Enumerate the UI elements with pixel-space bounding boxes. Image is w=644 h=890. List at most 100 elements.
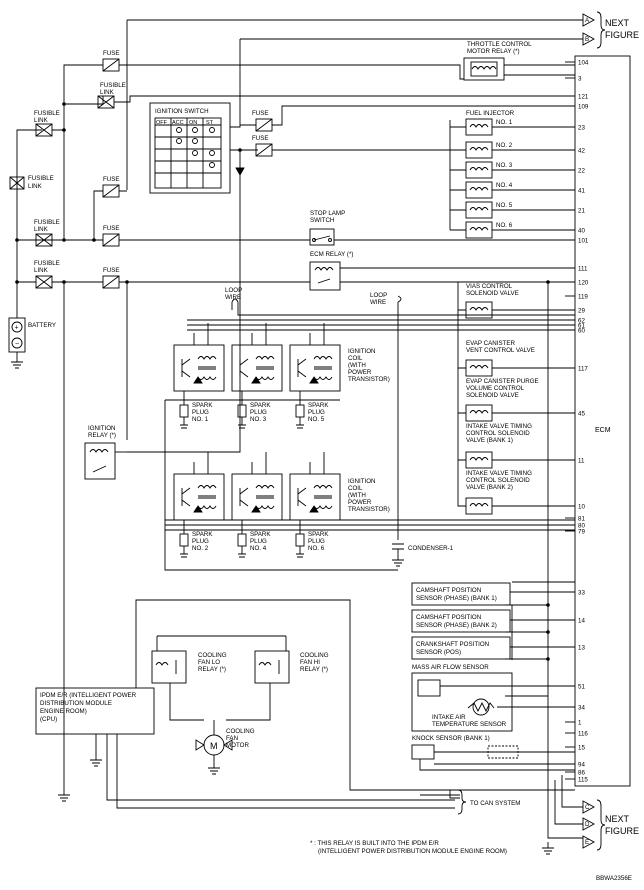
svg-text:KNOCK SENSOR (BANK 1): KNOCK SENSOR (BANK 1)	[412, 735, 490, 742]
ecm-pin: 14	[578, 618, 585, 625]
ecm-relay: ECM RELAY (*)	[309, 251, 575, 291]
svg-text:(WITH: (WITH	[348, 492, 366, 499]
spark-plug-number: NO. 5	[308, 416, 325, 423]
ecm-label: ECM	[595, 427, 611, 434]
connector-c: C	[585, 804, 590, 811]
svg-text:MASS AIR FLOW SENSOR: MASS AIR FLOW SENSOR	[412, 664, 489, 671]
svg-text:ECM RELAY (*): ECM RELAY (*)	[310, 251, 353, 258]
svg-text:ST: ST	[206, 120, 214, 126]
ignition-coil-label-top: IGNITION COIL (WITH POWER TRANSISTOR)	[348, 348, 390, 383]
spark-plug-number: NO. 6	[308, 545, 325, 552]
svg-text:FUSIBLE: FUSIBLE	[28, 175, 54, 182]
svg-text:TRANSISTOR): TRANSISTOR)	[348, 376, 390, 383]
svg-text:STOP LAMP: STOP LAMP	[310, 210, 345, 217]
svg-text:WIRE: WIRE	[370, 299, 386, 306]
fuel-injector-label: NO. 3	[496, 162, 513, 169]
mass-air-flow-sensor: MASS AIR FLOW SENSOR INTAKE AIR TEMPERAT…	[411, 664, 575, 732]
svg-text:INTAKE VALVE TIMING: INTAKE VALVE TIMING	[466, 470, 532, 477]
ecm-pin: 61	[578, 323, 585, 330]
spark-plug-label: SPARK	[192, 402, 213, 409]
spark-plug-label: PLUG	[250, 538, 267, 545]
fuse-lower-1: FUSE	[102, 225, 120, 247]
ecm-pin: 33	[578, 590, 585, 597]
intake-valve-timing-solenoid-bank-2: INTAKE VALVE TIMING CONTROL SOLENOID VAL…	[457, 460, 575, 515]
spark-plug-number: NO. 2	[192, 545, 209, 552]
svg-text:FAN: FAN	[226, 735, 238, 742]
fuel-injector-label: NO. 1	[496, 119, 513, 126]
condenser-1: CONDENSER-1	[392, 543, 454, 567]
svg-text:(WITH: (WITH	[348, 362, 366, 369]
fuel-injectors: NO. 1NO. 2NO. 3NO. 4NO. 5NO. 6	[450, 118, 575, 239]
svg-text:FUSE: FUSE	[103, 50, 120, 57]
svg-text:RELAY (*): RELAY (*)	[88, 432, 116, 439]
ecm-pin: 21	[578, 208, 585, 215]
camshaft-position-sensor-bank-2: CAMSHAFT POSITION SENSOR (PHASE) (BANK 2…	[411, 609, 575, 633]
svg-text:COOLING: COOLING	[300, 652, 329, 659]
svg-text:FUSE: FUSE	[103, 267, 120, 274]
svg-text:COOLING: COOLING	[226, 728, 255, 735]
throttle-control-motor-relay: THROTTLE CONTROL MOTOR RELAY (*)	[445, 41, 575, 81]
spark-plug-label: SPARK	[192, 531, 213, 538]
cooling-fan-hi-relay: COOLING FAN HI RELAY (*)	[254, 650, 329, 684]
next-figure-top: A B NEXT FIGURE	[582, 11, 639, 49]
svg-text:IPDM E/R (INTELLIGENT POWER: IPDM E/R (INTELLIGENT POWER	[40, 692, 137, 699]
svg-text:CRANKSHAFT POSITION: CRANKSHAFT POSITION	[416, 641, 489, 648]
ecm-pin: 15	[578, 745, 585, 752]
next-label-top: NEXT	[605, 18, 630, 28]
ecm-pin: 34	[578, 705, 585, 712]
svg-text:SOLENOID VALVE: SOLENOID VALVE	[466, 392, 519, 399]
svg-text:FAN HI: FAN HI	[300, 659, 320, 666]
fusible-link-4: FUSIBLE LINK	[34, 260, 60, 289]
ecm-pin: 3	[578, 76, 582, 83]
svg-text:CAMSHAFT POSITION: CAMSHAFT POSITION	[416, 587, 481, 594]
svg-text:LINK: LINK	[34, 117, 49, 124]
svg-text:FUSIBLE: FUSIBLE	[100, 82, 126, 89]
svg-text:−: −	[15, 341, 19, 348]
svg-text:WIRE: WIRE	[225, 294, 241, 301]
camshaft-position-sensor-bank-1: CAMSHAFT POSITION SENSOR (PHASE) (BANK 1…	[411, 582, 575, 606]
spark-plug-number: NO. 1	[192, 416, 209, 423]
fusible-link-main: FUSIBLE LINK	[9, 175, 54, 190]
ecm-pin: 115	[578, 777, 588, 784]
ecm-pin: 119	[578, 294, 588, 301]
cooling-fan-lo-relay: COOLING FAN LO RELAY (*)	[151, 650, 227, 684]
spark-plug-label: PLUG	[192, 538, 209, 545]
ecm-box	[574, 55, 631, 787]
svg-text:IGNITION: IGNITION	[88, 425, 116, 432]
svg-text:DISTRIBUTION MODULE: DISTRIBUTION MODULE	[40, 700, 112, 707]
spark-plug-label: SPARK	[250, 531, 271, 538]
spark-plug-label: PLUG	[308, 538, 325, 545]
svg-text:POWER: POWER	[348, 499, 372, 506]
ecm-pin: 94	[578, 762, 585, 769]
ecm-pin: 29	[578, 308, 585, 315]
ecm-pin: 10	[578, 504, 585, 511]
ecm-pin: 80	[578, 523, 585, 530]
svg-text:POWER: POWER	[348, 369, 372, 376]
svg-text:SENSOR (PHASE) (BANK 2): SENSOR (PHASE) (BANK 2)	[416, 622, 497, 629]
figure-label-top: FIGURE	[605, 30, 639, 40]
figure-label-bottom: FIGURE	[605, 826, 639, 836]
svg-text:LINK: LINK	[100, 89, 115, 96]
svg-text:IGNITION: IGNITION	[348, 478, 376, 485]
svg-text:COIL: COIL	[348, 485, 363, 492]
svg-text:EVAP CANISTER PURGE: EVAP CANISTER PURGE	[466, 378, 539, 385]
svg-text:CONTROL SOLENOID: CONTROL SOLENOID	[466, 477, 530, 484]
svg-text:CONTROL SOLENOID: CONTROL SOLENOID	[466, 430, 530, 437]
svg-text:EVAP CANISTER: EVAP CANISTER	[466, 340, 515, 347]
connector-d: D	[585, 821, 590, 828]
svg-text:IGNITION SWITCH: IGNITION SWITCH	[155, 108, 209, 115]
ecm-pin: 109	[578, 104, 589, 111]
ignition-switch: IGNITION SWITCH OFF ACC ON ST	[149, 102, 231, 194]
fuel-injector: NO. 5	[450, 201, 575, 219]
svg-text:ENGINE ROOM): ENGINE ROOM)	[40, 708, 87, 715]
svg-text:FUSIBLE: FUSIBLE	[34, 260, 60, 267]
svg-text:VALVE (BANK 2): VALVE (BANK 2)	[466, 484, 513, 491]
ecm-pin: 41	[578, 188, 585, 195]
svg-text:ACC: ACC	[172, 120, 184, 126]
ecm-pin: 62	[578, 318, 585, 325]
